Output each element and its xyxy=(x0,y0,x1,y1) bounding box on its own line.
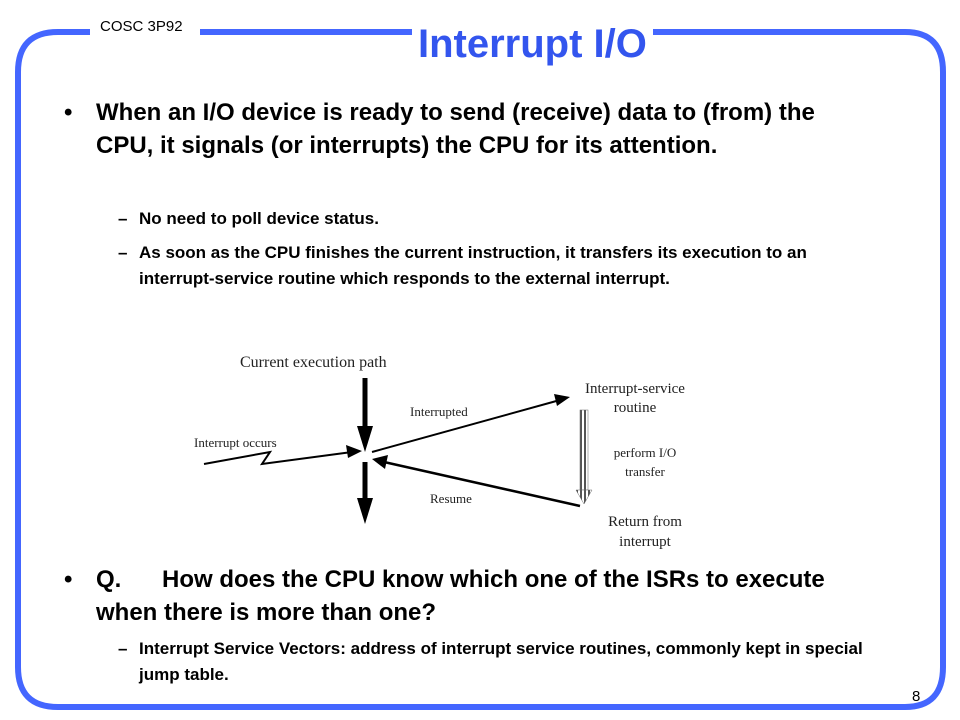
sub-bullet-text: As soon as the CPU finishes the current … xyxy=(139,243,807,288)
bullet-text-question: Q.How does the CPU know which one of the… xyxy=(96,563,864,629)
label-isr: Interrupt-service routine xyxy=(560,380,710,418)
label-return-line2: interrupt xyxy=(619,534,671,550)
label-interrupted: Interrupted xyxy=(410,404,468,419)
arrowhead xyxy=(346,445,362,458)
course-code: COSC 3P92 xyxy=(96,18,187,35)
bullet-dash: – xyxy=(118,243,128,262)
bullet-dot: • xyxy=(64,566,73,593)
bullet-dash: – xyxy=(118,639,128,658)
interrupt-occurs-arrow xyxy=(203,450,353,466)
bullet-main-2: • Q.How does the CPU know which one of t… xyxy=(64,563,864,629)
question-text: How does the CPU know which one of the I… xyxy=(96,566,825,626)
label-resume: Resume xyxy=(430,491,472,506)
bullet-main-1: • When an I/O device is ready to send (r… xyxy=(64,96,864,162)
isr-execution-bar xyxy=(579,409,589,491)
label-interrupt-occurs: Interrupt occurs xyxy=(194,435,277,450)
label-current-path: Current execution path xyxy=(240,354,387,371)
bullet-text: When an I/O device is ready to send (rec… xyxy=(96,99,815,159)
label-perform-line2: transfer xyxy=(625,464,665,479)
resume-line xyxy=(383,460,581,508)
arrowhead xyxy=(372,455,388,469)
label-isr-line2: routine xyxy=(613,400,657,416)
label-perform-line1: perform I/O xyxy=(613,445,677,460)
label-isr-line1: Interrupt-service xyxy=(585,381,685,397)
slide-title: Interrupt I/O xyxy=(412,22,653,67)
bullet-dot: • xyxy=(64,99,73,126)
label-return: Return from interrupt xyxy=(580,512,710,552)
sub-bullet-1-1: – No need to poll device status. xyxy=(118,206,878,232)
label-perform: perform I/O transfer xyxy=(600,443,690,481)
question-lead: Q. xyxy=(96,566,122,593)
sub-bullet-1-2: – As soon as the CPU finishes the curren… xyxy=(118,240,878,292)
arrowhead xyxy=(357,498,373,524)
bullet-dash: – xyxy=(118,209,128,228)
sub-bullet-text: No need to poll device status. xyxy=(139,209,379,228)
arrowhead xyxy=(554,394,570,406)
label-return-line1: Return from xyxy=(608,514,682,530)
arrowhead xyxy=(575,489,593,505)
page-number: 8 xyxy=(912,688,921,705)
arrowhead xyxy=(357,426,373,452)
sub-bullet-text: Interrupt Service Vectors: address of in… xyxy=(139,639,863,684)
sub-bullet-2-1: – Interrupt Service Vectors: address of … xyxy=(118,636,878,688)
interrupted-line xyxy=(371,399,561,453)
